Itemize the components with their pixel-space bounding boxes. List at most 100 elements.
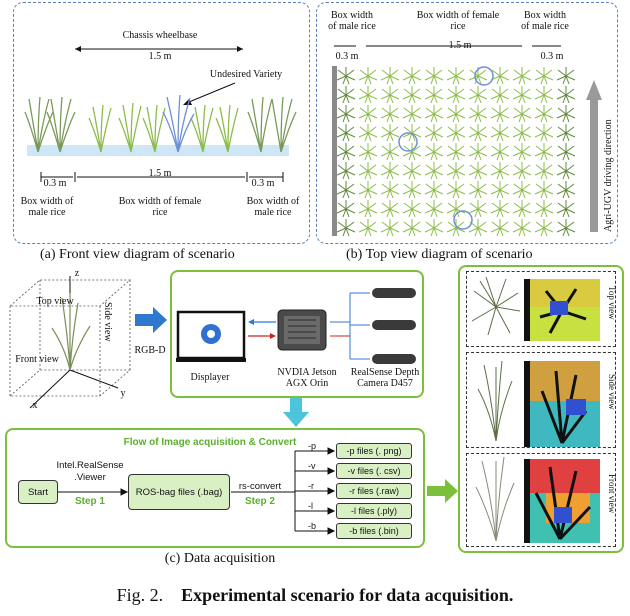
top-view-row [466, 271, 616, 347]
top-view-plant [446, 219, 466, 237]
data-acquisition-caption: (c) Data acquisition [164, 551, 276, 566]
jetson-label: NVDIA Jetson AGX Orin [277, 367, 337, 389]
flag-p: -p [308, 441, 317, 451]
viewer-label: Intel.RealSense .Viewer [56, 460, 124, 483]
top-view-plant [490, 86, 510, 104]
top-view-plant [534, 162, 554, 180]
top-view-plant [358, 162, 378, 180]
cube-front-view-label: Front view [15, 354, 59, 365]
top-view-plant [468, 105, 488, 123]
ply-files-node: -l files (.ply) [336, 503, 412, 519]
top-view-plant [336, 162, 356, 180]
top-view-plant [402, 86, 422, 104]
top-view-plant [512, 124, 532, 142]
hardware-box [170, 270, 424, 398]
top-view-plant [534, 67, 554, 85]
views-top-label: Top view [607, 286, 617, 320]
top-view-plant [358, 200, 378, 218]
driving-direction-label: Agri-UGV driving direction [603, 119, 614, 232]
top-view-plant [556, 181, 576, 199]
top-view-plant [402, 162, 422, 180]
top-view-plant [446, 143, 466, 161]
top-view-plant [402, 200, 422, 218]
top-view-plant [512, 67, 532, 85]
top-view-plant [424, 86, 444, 104]
top-view-plant [534, 200, 554, 218]
chassis-title: Chassis wheelbase [122, 30, 198, 41]
dim-left: 0.3 m [43, 178, 67, 189]
views-drawing [471, 276, 600, 543]
top-view-plant [446, 86, 466, 104]
top-view-plant [402, 105, 422, 123]
dim-right: 0.3 m [251, 178, 275, 189]
top-view-plant [556, 219, 576, 237]
top-view-plant [490, 200, 510, 218]
male-rice-label-right: Box width of male rice [246, 196, 300, 218]
front-view-row [466, 453, 616, 547]
top-view-plant [490, 219, 510, 237]
top-view-plant [358, 124, 378, 142]
top-view-plant [424, 124, 444, 142]
views-panel [458, 265, 624, 553]
top-view-plant [446, 105, 466, 123]
top-view-plant [446, 67, 466, 85]
top-view-plant [358, 219, 378, 237]
camera-label: RealSense Depth Camera D457 [350, 367, 420, 389]
top-view-plant [380, 162, 400, 180]
top-view-plant [358, 181, 378, 199]
top-male-rice-right: Box width of male rice [521, 10, 569, 32]
figure-caption-title: Experimental scenario for data acquisiti… [181, 585, 514, 605]
top-view-plant [512, 143, 532, 161]
top-view-plant [380, 143, 400, 161]
top-view-plant [468, 162, 488, 180]
top-view-plant [402, 67, 422, 85]
top-view-plant [468, 219, 488, 237]
top-view-plant [534, 105, 554, 123]
top-view-plant [424, 181, 444, 199]
axis-y-label: y [120, 388, 126, 399]
top-view-plant [556, 162, 576, 180]
top-view-plant [336, 105, 356, 123]
top-view-plant [534, 86, 554, 104]
views-side-label: Side view [607, 374, 617, 410]
top-view-plant [446, 124, 466, 142]
flow-box [5, 428, 425, 548]
top-view-plant [446, 162, 466, 180]
top-view-plant [358, 67, 378, 85]
top-view-plant [424, 143, 444, 161]
top-view-plant [336, 86, 356, 104]
flag-v: -v [308, 461, 316, 471]
top-view-plant [512, 86, 532, 104]
top-view-plant [446, 181, 466, 199]
cube-side-view-label: Side view [102, 302, 113, 342]
top-view-caption: (b) Top view diagram of scenario [346, 247, 533, 262]
top-view-plant [336, 143, 356, 161]
top-view-plant [424, 162, 444, 180]
top-view-plant [512, 105, 532, 123]
top-view-plant [468, 143, 488, 161]
chassis-dim: 1.5 m [148, 51, 172, 62]
png-files-node: -p files (. png) [336, 443, 412, 459]
top-view-plant [380, 67, 400, 85]
start-node: Start [18, 480, 58, 504]
top-view-plant [534, 124, 554, 142]
rgbd-arrow [135, 307, 167, 333]
down-arrow [283, 398, 309, 427]
top-view-plant [490, 67, 510, 85]
top-view-plant [490, 162, 510, 180]
top-view-panel [316, 2, 618, 244]
top-view-plant [512, 181, 532, 199]
top-female-rice: Box width of female rice [416, 10, 500, 32]
top-view-plant [468, 86, 488, 104]
figure-caption: Fig. 2. Experimental scenario for data a… [0, 585, 630, 606]
top-view-plant [424, 105, 444, 123]
top-view-plant [490, 143, 510, 161]
rice-plants [24, 94, 297, 153]
top-view-plant [336, 67, 356, 85]
coordinate-cube [8, 276, 132, 409]
flag-b: -b [308, 521, 317, 531]
csv-files-node: -v files (. csv) [336, 463, 412, 479]
front-view-caption: (a) Front view diagram of scenario [40, 247, 235, 262]
top-view-plant [468, 67, 488, 85]
top-view-plant [336, 200, 356, 218]
